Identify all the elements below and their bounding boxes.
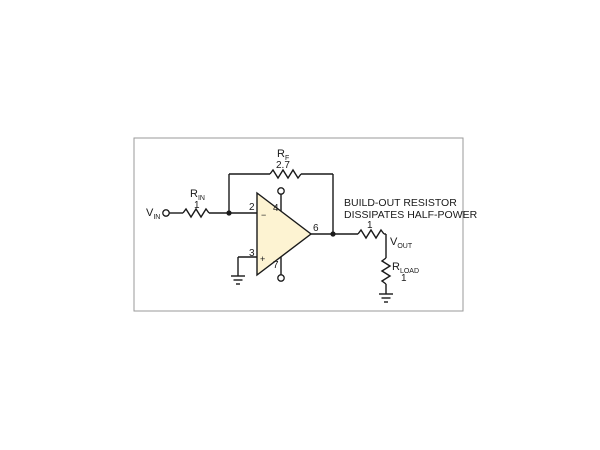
- rf-label: RF: [277, 148, 289, 162]
- op-amp-triangle: [256, 191, 313, 277]
- output-node-junction: [330, 231, 336, 237]
- vminus-terminal: [277, 274, 285, 282]
- noninverting-sign: +: [260, 254, 265, 264]
- rload-resistor: [380, 257, 392, 285]
- ground-symbol-load: [379, 293, 393, 303]
- buildout-value: 1: [367, 220, 373, 231]
- diagram-frame: [133, 137, 464, 312]
- rload-label: RLOAD: [392, 261, 419, 275]
- pin-7-label: 7: [273, 260, 279, 271]
- rin-resistor: [182, 207, 210, 219]
- ground-symbol-input: [231, 275, 245, 285]
- buildout-resistor: [357, 228, 385, 240]
- note-line-1: BUILD-OUT RESISTOR: [344, 197, 457, 209]
- vin-label: VIN: [146, 207, 160, 221]
- rin-value: 1: [194, 200, 200, 211]
- inverting-sign: −: [261, 210, 266, 220]
- rf-value: 2.7: [276, 160, 290, 171]
- rin-label: RIN: [190, 188, 205, 202]
- rload-value: 1: [401, 273, 407, 284]
- pin-2-label: 2: [249, 202, 255, 213]
- vout-label: VOUT: [390, 236, 413, 250]
- pin-3-label: 3: [249, 248, 255, 259]
- note-line-2: DISSIPATES HALF-POWER: [344, 209, 478, 221]
- vplus-terminal: [277, 187, 285, 195]
- vin-terminal: [162, 209, 170, 217]
- rf-resistor: [269, 168, 302, 180]
- pin-6-label: 6: [313, 223, 319, 234]
- pin-4-label: 4: [273, 203, 279, 214]
